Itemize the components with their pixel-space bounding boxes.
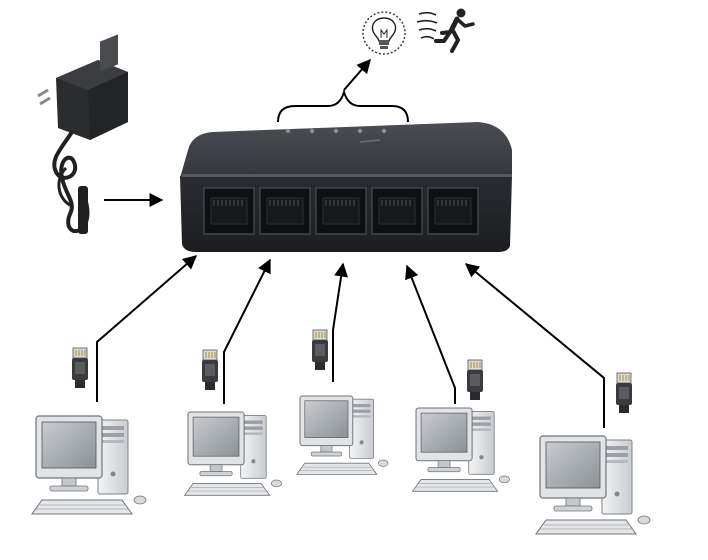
led-4 — [357, 128, 363, 134]
connection-arrows — [96, 58, 605, 428]
arrow-computer-4 — [405, 264, 456, 404]
led-1 — [285, 128, 291, 134]
computer-4 — [412, 407, 511, 492]
computer-1 — [31, 415, 147, 515]
ethernet-port-4 — [371, 187, 423, 235]
arrow-switch-to-status — [343, 58, 371, 91]
running-person-icon — [416, 8, 475, 53]
arrow-computer-3 — [332, 262, 349, 382]
power-adapter — [37, 34, 128, 234]
led-3 — [333, 128, 339, 134]
ethernet-port-2 — [259, 187, 311, 235]
led-2 — [309, 128, 315, 134]
computer-2 — [184, 411, 283, 496]
rj45-plug-5 — [615, 372, 633, 414]
arrow-computer-5 — [464, 263, 605, 428]
led-indicators — [285, 128, 387, 134]
computer-3 — [296, 395, 389, 475]
rj45-plug-2 — [201, 349, 219, 391]
ethernet-port-5 — [427, 187, 479, 235]
rj45-plug-4 — [466, 359, 484, 401]
led-brace — [277, 88, 409, 123]
rj45-plug-3 — [311, 329, 329, 371]
computer-5 — [535, 435, 651, 535]
ethernet-port-1 — [203, 187, 255, 235]
arrow-computer-2 — [223, 258, 271, 404]
light-bulb-icon — [362, 11, 406, 55]
network-switch — [180, 122, 512, 252]
ethernet-ports — [203, 187, 479, 235]
led-5 — [381, 128, 387, 134]
arrow-computer-1 — [96, 255, 198, 402]
ethernet-port-3 — [315, 187, 367, 235]
rj45-plug-1 — [71, 347, 89, 389]
